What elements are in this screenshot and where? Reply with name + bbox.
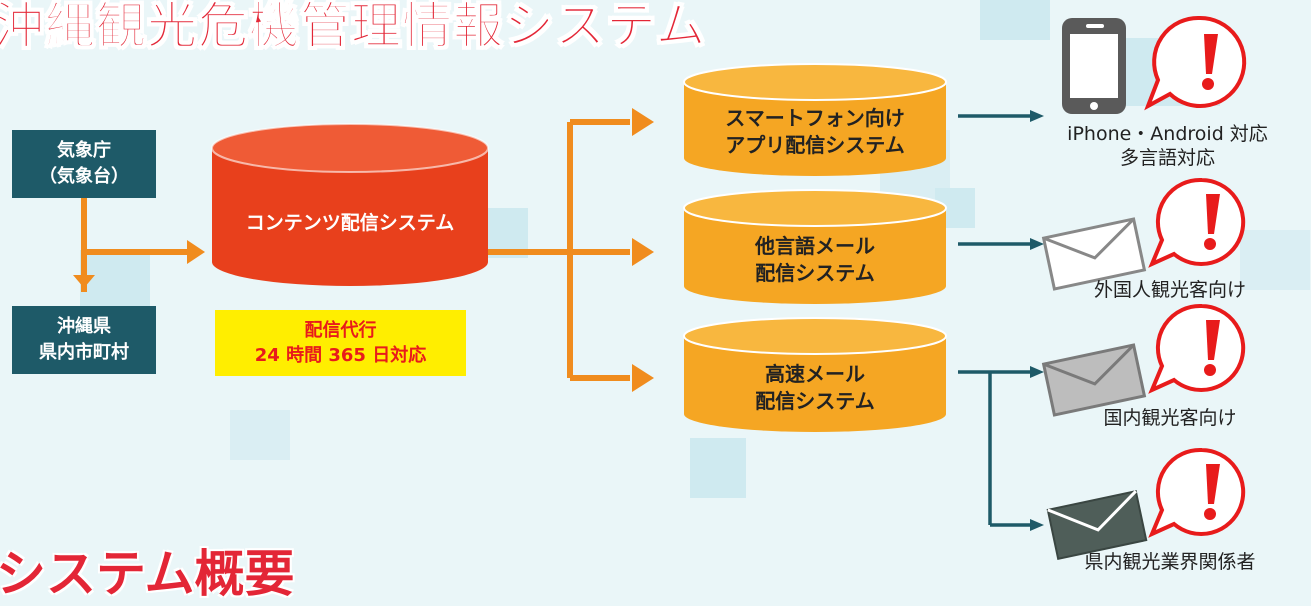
- target-label-foreign: 外国人観光客向け: [1060, 278, 1280, 302]
- delivery-fastmail-line2: 配信システム: [755, 389, 875, 413]
- source-box-okinawa: 沖縄県 県内市町村: [12, 306, 156, 374]
- target-industry-line1: 県内観光業界関係者: [1084, 551, 1256, 573]
- delivery-system-label-multilang: 他言語メール 配信システム: [684, 228, 946, 292]
- alert-bubble-icon: [1148, 447, 1246, 538]
- note-line1: 配信代行: [304, 320, 377, 341]
- delivery-cylinder-multilang: [683, 189, 947, 304]
- section-subtitle: システム概要: [0, 545, 295, 603]
- target-foreign-line1: 外国人観光客向け: [1093, 279, 1246, 301]
- target-label-domestic: 国内観光客向け: [1060, 406, 1280, 430]
- source-box-jma: 気象庁 （気象台）: [12, 130, 156, 198]
- note-line2: 24 時間 365 日対応: [254, 345, 427, 366]
- arrow-head-down: [73, 275, 95, 288]
- delivery-system-label-fastmail: 高速メール 配信システム: [684, 356, 946, 420]
- envelope-icon: [1046, 490, 1148, 560]
- delivery-system-label-app: スマートフォン向け アプリ配信システム: [684, 100, 946, 164]
- delivery-app-line2: アプリ配信システム: [725, 133, 905, 157]
- page-title: 沖縄観光危機管理情報システム: [0, 0, 707, 56]
- background-square: [980, 0, 1050, 40]
- source-jma-line1: 気象庁: [57, 140, 111, 161]
- arrow-head-right: [187, 240, 205, 264]
- delivery-cylinder-fastmail: [683, 317, 947, 432]
- delivery-cylinder-app: [683, 63, 947, 176]
- smartphone-icon: [1062, 18, 1126, 114]
- envelope-icon: [1041, 217, 1147, 291]
- target-smartphone-line2: 多言語対応: [1119, 147, 1215, 169]
- delivery-agent-note: 配信代行 24 時間 365 日対応: [215, 310, 466, 376]
- envelope-icon: [1041, 343, 1147, 417]
- alert-bubble-icon: [1148, 303, 1246, 394]
- alert-bubble-icon: [1144, 15, 1247, 111]
- content-system-label-wrap: コンテンツ配信システム: [212, 176, 488, 266]
- delivery-multilang-line1: 他言語メール: [755, 234, 875, 258]
- delivery-multilang-line2: 配信システム: [755, 261, 875, 285]
- background-square: [1240, 230, 1310, 290]
- diagram-graphics: [73, 15, 1247, 560]
- orange-arrows: [73, 108, 654, 392]
- content-system-cylinder: [211, 123, 489, 286]
- delivery-fastmail-line1: 高速メール: [765, 362, 865, 386]
- target-smartphone-line1: iPhone・Android 対応: [1067, 123, 1268, 145]
- source-okinawa-line1: 沖縄県: [57, 316, 111, 337]
- source-okinawa-line2: 県内市町村: [39, 342, 129, 363]
- content-system-label: コンテンツ配信システム: [245, 211, 455, 234]
- delivery-app-line1: スマートフォン向け: [725, 106, 905, 130]
- alert-bubble-icon: [1148, 177, 1246, 268]
- target-domestic-line1: 国内観光客向け: [1103, 407, 1237, 429]
- target-label-industry: 県内観光業界関係者: [1050, 550, 1290, 574]
- teal-arrows: [958, 110, 1044, 531]
- source-jma-line2: （気象台）: [39, 166, 129, 187]
- background-square: [230, 410, 290, 460]
- target-label-smartphone: iPhone・Android 対応 多言語対応: [1030, 122, 1305, 170]
- background-square: [690, 438, 746, 498]
